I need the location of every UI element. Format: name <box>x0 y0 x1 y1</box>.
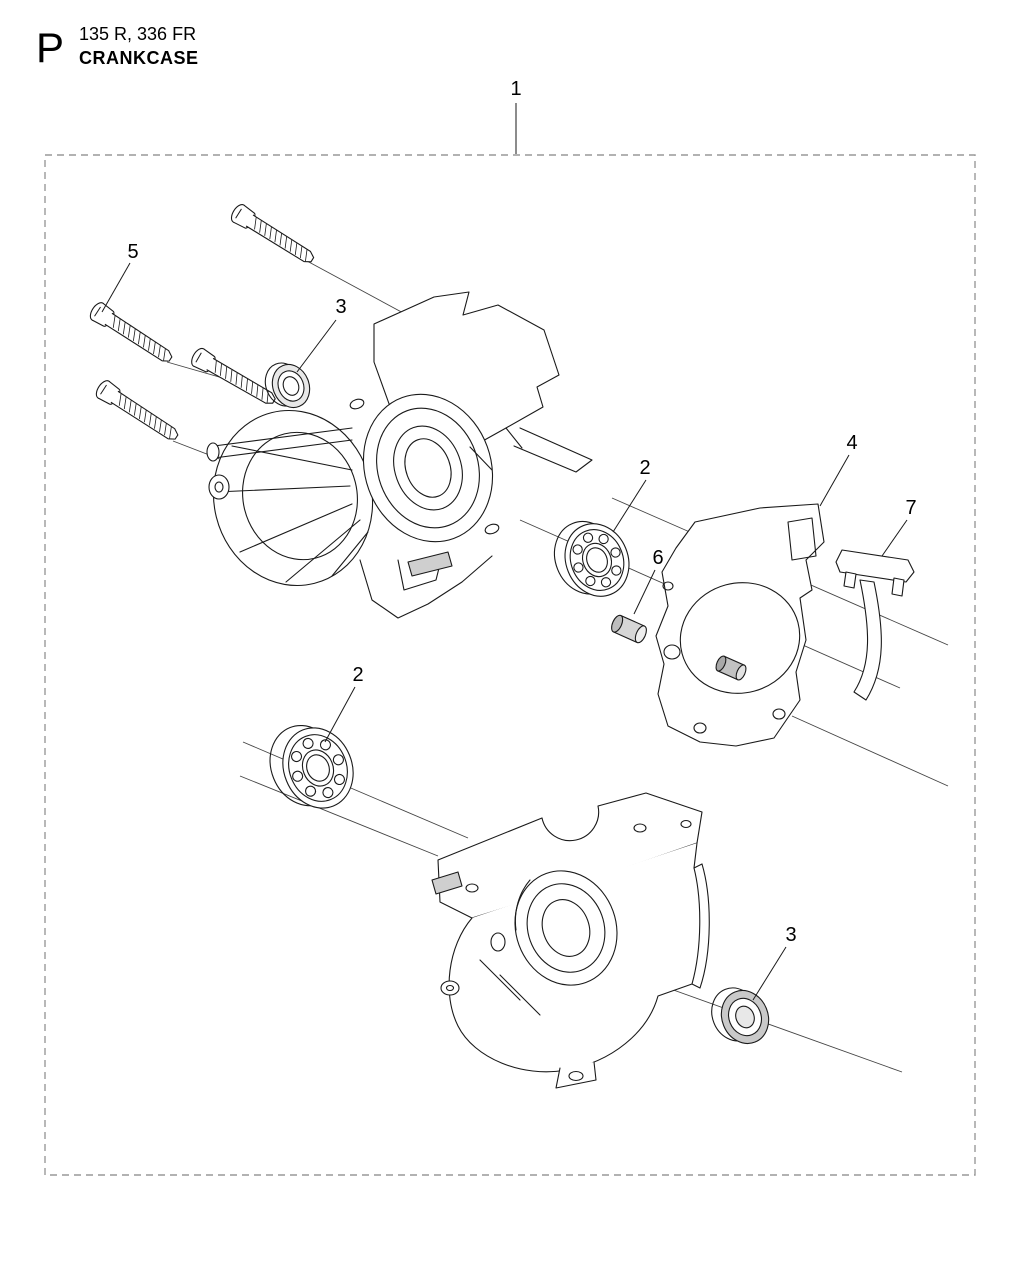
ball-bearing-lower <box>269 724 354 809</box>
oil-seal-upper <box>264 362 311 409</box>
crankcase-lower-half <box>431 792 710 1089</box>
callout-leader-lines <box>101 103 908 1001</box>
screw-set <box>86 201 319 446</box>
screw-icon <box>86 299 177 368</box>
callout-label-3-upper: 3 <box>335 296 346 318</box>
callout-label-5: 5 <box>127 241 138 263</box>
callout-label-7: 7 <box>905 497 916 519</box>
callout-label-4: 4 <box>846 432 857 454</box>
crankcase-upper-half <box>206 291 593 619</box>
assembly-boundary-box <box>44 154 976 1176</box>
callout-label-3-lower: 3 <box>785 924 796 946</box>
bushing <box>611 614 647 644</box>
model-numbers: 135 R, 336 FR <box>79 24 196 44</box>
callout-label-2-lower: 2 <box>352 664 363 686</box>
oil-seal-lower <box>711 987 770 1045</box>
screw-icon <box>228 201 319 269</box>
callout-label-1: 1 <box>510 78 521 100</box>
gasket <box>655 503 825 747</box>
gasket-dowel-bushing <box>715 655 747 681</box>
page-title: CRANKCASE <box>79 48 199 68</box>
screw-icon <box>92 377 183 446</box>
callout-label-6: 6 <box>652 547 663 569</box>
ball-bearing-upper <box>553 521 630 597</box>
callout-label-2-upper: 2 <box>639 457 650 479</box>
retainer-clip <box>835 549 915 701</box>
section-letter: P <box>36 24 64 71</box>
